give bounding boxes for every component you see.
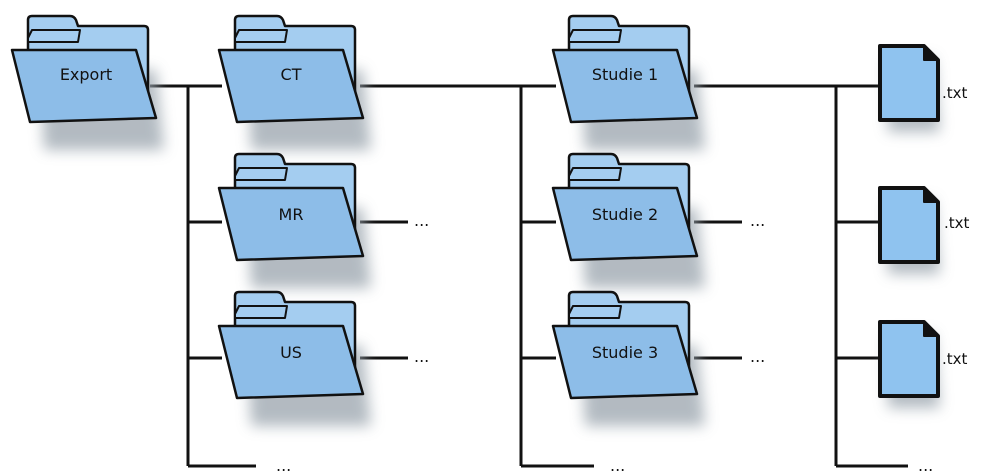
folder-icon	[217, 186, 365, 262]
folder-ct[interactable]: CT	[217, 14, 371, 150]
file-icon	[878, 44, 940, 122]
file-fold-corner	[923, 188, 938, 203]
file-label-3: .txt	[942, 350, 968, 368]
folder-icon	[217, 324, 365, 400]
folder-icon	[551, 48, 699, 124]
folder-back-panel	[27, 29, 81, 43]
file-txt-1[interactable]: .txt	[878, 44, 968, 132]
ellipsis-level1: ...	[276, 456, 291, 472]
file-icon	[878, 186, 940, 264]
file-icon	[878, 320, 940, 398]
folder-studie-3[interactable]: Studie 3	[551, 290, 705, 426]
file-txt-3[interactable]: .txt	[878, 320, 968, 408]
file-label-2: .txt	[944, 214, 970, 232]
folder-label-studie-1: Studie 1	[592, 65, 658, 84]
ellipsis-level2: ...	[610, 456, 625, 472]
folder-label-export: Export	[60, 65, 112, 84]
folder-studie-1[interactable]: Studie 1	[551, 14, 705, 150]
folder-back-panel	[568, 29, 622, 43]
folder-icon	[551, 324, 699, 400]
folder-label-mr: MR	[279, 205, 304, 224]
folder-back-panel	[234, 305, 288, 319]
folder-back-panel	[234, 29, 288, 43]
ellipsis-level3: ...	[918, 456, 933, 472]
folder-studie-2[interactable]: Studie 2	[551, 152, 705, 288]
folder-back-panel	[234, 167, 288, 181]
folder-icon	[551, 186, 699, 262]
folder-label-ct: CT	[281, 65, 302, 84]
ellipsis-us: ...	[414, 347, 429, 366]
folder-back-panel	[568, 305, 622, 319]
folder-mr[interactable]: MR	[217, 152, 371, 288]
folder-label-us: US	[280, 343, 302, 362]
file-label-1: .txt	[942, 84, 968, 102]
folder-label-studie-2: Studie 2	[592, 205, 658, 224]
file-txt-2[interactable]: .txt	[878, 186, 970, 274]
folder-us[interactable]: US	[217, 290, 371, 426]
file-fold-corner	[923, 322, 938, 337]
folder-icon	[10, 48, 158, 124]
ellipsis-labels: ... ... ... ... ... ... ...	[276, 211, 933, 472]
folder-export[interactable]: Export	[10, 14, 164, 150]
ellipsis-mr: ...	[414, 211, 429, 230]
ellipsis-studie3: ...	[750, 347, 765, 366]
ellipsis-studie2: ...	[750, 211, 765, 230]
folder-label-studie-3: Studie 3	[592, 343, 658, 362]
tree-connectors	[150, 84, 908, 468]
folder-icon	[217, 48, 365, 124]
folder-back-panel	[568, 167, 622, 181]
file-fold-corner	[923, 46, 938, 61]
